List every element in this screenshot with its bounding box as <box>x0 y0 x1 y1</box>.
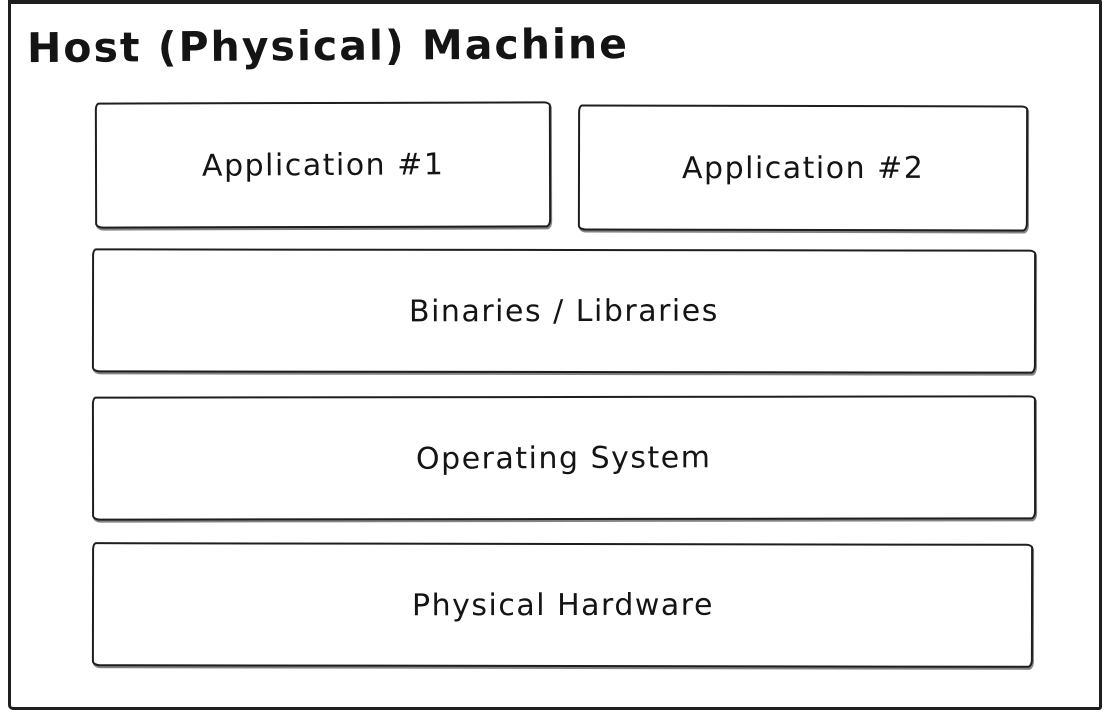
box-application-1-label: Application #1 <box>201 146 445 184</box>
box-application-2-label: Application #2 <box>681 150 925 186</box>
box-application-1: Application #1 <box>94 101 552 229</box>
box-binaries-libraries: Binaries / Libraries <box>91 248 1037 374</box>
box-operating-system: Operating System <box>91 395 1037 521</box>
box-physical-hardware-label: Physical Hardware <box>411 587 714 623</box>
box-physical-hardware: Physical Hardware <box>91 542 1034 668</box>
diagram-title: Host (Physical) Machine <box>26 19 630 73</box>
box-operating-system-label: Operating System <box>416 439 712 477</box>
box-binaries-libraries-label: Binaries / Libraries <box>409 293 719 329</box>
box-application-2: Application #2 <box>577 104 1029 232</box>
